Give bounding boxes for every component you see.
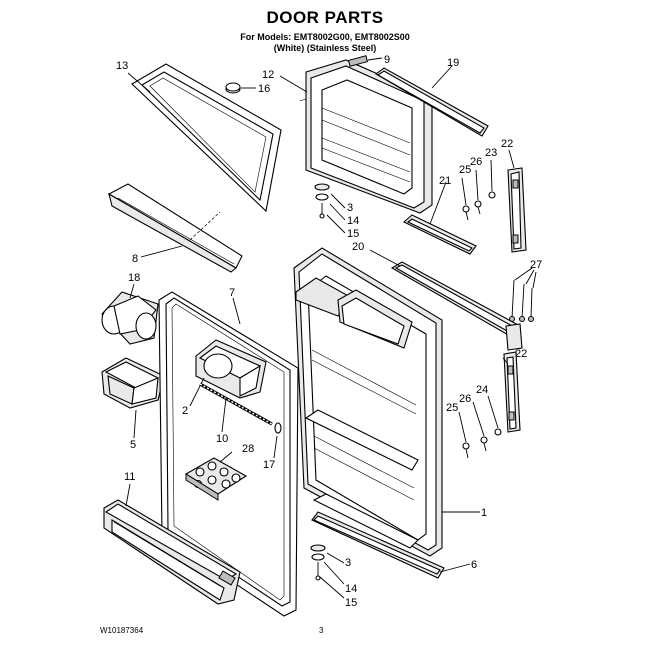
callout-23: 23: [485, 147, 497, 159]
callout-15b: 15: [345, 597, 357, 609]
callout-8: 8: [132, 253, 138, 265]
part-freezer-shelf: [107, 183, 243, 273]
leader-12: [279, 75, 308, 93]
callout-13: 13: [116, 60, 128, 72]
callout-10: 10: [216, 433, 228, 445]
callout-3b: 3: [345, 557, 351, 569]
leader-9: [367, 57, 383, 61]
callout-11: 11: [124, 471, 135, 483]
part-clip-17: [274, 422, 282, 434]
leader-11: [125, 483, 131, 507]
callout-22a: 22: [501, 138, 513, 150]
leader-24: [487, 395, 499, 429]
part-lower-hinge-bracket: [462, 351, 521, 459]
part-center-hinge-20: [390, 261, 523, 351]
finish-line: (White) (Stainless Steel): [273, 43, 377, 53]
callout-17: 17: [263, 459, 275, 471]
leader-19: [431, 65, 453, 89]
leader-21: [429, 181, 447, 225]
leader-13: [127, 72, 151, 93]
callout-25b: 25: [446, 402, 458, 414]
leader-3b: [326, 552, 345, 564]
document-code: W10187364: [100, 626, 144, 635]
callout-1: 1: [481, 507, 487, 519]
part-screws-27: [509, 279, 534, 322]
part-upper-hinge-bracket: [462, 167, 527, 253]
callout-7: 7: [229, 287, 235, 299]
part-plug-16: [225, 82, 241, 94]
leader-6: [439, 563, 471, 573]
part-bottom-bin-11: [103, 499, 241, 605]
leader-14a: [329, 203, 346, 221]
callout-16: 16: [258, 83, 270, 95]
leader-28: [219, 451, 233, 463]
leader-3a: [330, 193, 346, 209]
diagram-title: DOOR PARTS: [266, 8, 384, 27]
leader-14b: [323, 561, 345, 585]
callout-14b: 14: [345, 583, 357, 595]
callout-26b: 26: [459, 393, 471, 405]
callout-24: 24: [476, 384, 488, 396]
dash-8: [189, 211, 221, 241]
leader-22a: [508, 149, 515, 169]
callout-28: 28: [242, 443, 254, 455]
page-number: 3: [319, 626, 324, 635]
leader-15a: [326, 214, 346, 234]
part-freezer-gasket: [131, 63, 282, 213]
callout-9: 9: [384, 54, 390, 66]
part-bin-cover-18: [101, 291, 159, 345]
leader-10: [221, 397, 227, 433]
leader-25b: [458, 411, 467, 443]
part-bottom-trim-6: [311, 511, 445, 579]
callout-22b: 22: [515, 348, 527, 360]
leader-20: [369, 249, 401, 267]
callout-25a: 25: [459, 164, 471, 176]
callout-14a: 14: [347, 215, 359, 227]
leader-18: [129, 283, 135, 299]
callout-2: 2: [182, 405, 188, 417]
callout-6: 6: [471, 559, 477, 571]
callout-21: 21: [439, 175, 451, 187]
callout-19: 19: [447, 57, 459, 69]
callout-26a: 26: [470, 156, 482, 168]
part-rod-10: [199, 382, 273, 426]
part-handle-19: [375, 67, 489, 137]
part-door-bin-2: [195, 339, 267, 399]
models-line: For Models: EMT8002G00, EMT8002S00: [240, 32, 410, 42]
leader-15b: [319, 576, 345, 599]
leader-27c: [532, 271, 537, 289]
callout-3a: 3: [347, 202, 353, 214]
part-upper-hinge-hardware: [314, 183, 330, 219]
part-9: [347, 55, 369, 67]
part-fresh-food-door: [293, 247, 443, 557]
leader-17: [273, 435, 278, 459]
leader-5: [133, 409, 137, 439]
leader-26a: [475, 169, 479, 201]
callout-5: 5: [130, 439, 136, 451]
leader-2: [189, 377, 205, 407]
callout-15a: 15: [347, 228, 359, 240]
callout-20: 20: [352, 241, 364, 253]
part-lower-hinge-hardware: [310, 544, 326, 581]
leader-22b: [502, 357, 509, 365]
part-door-bin-5: [101, 357, 165, 409]
part-egg-tray-28: [184, 457, 248, 501]
callout-27: 27: [530, 259, 542, 271]
leader-26b: [472, 401, 485, 437]
part-hinge-21: [403, 214, 477, 255]
callout-18: 18: [128, 272, 140, 284]
leader-27a: [514, 267, 533, 281]
callout-12: 12: [262, 69, 274, 81]
part-freezer-door: [299, 59, 433, 214]
leader-8: [140, 245, 183, 258]
leader-23: [490, 159, 493, 192]
callout-labels: 13 12 16 9 19 25 26 23 22 21 3 14 15 8 2…: [116, 54, 542, 609]
leader-27b: [525, 269, 535, 285]
leader-7: [232, 297, 241, 325]
leader-25a: [461, 177, 467, 206]
